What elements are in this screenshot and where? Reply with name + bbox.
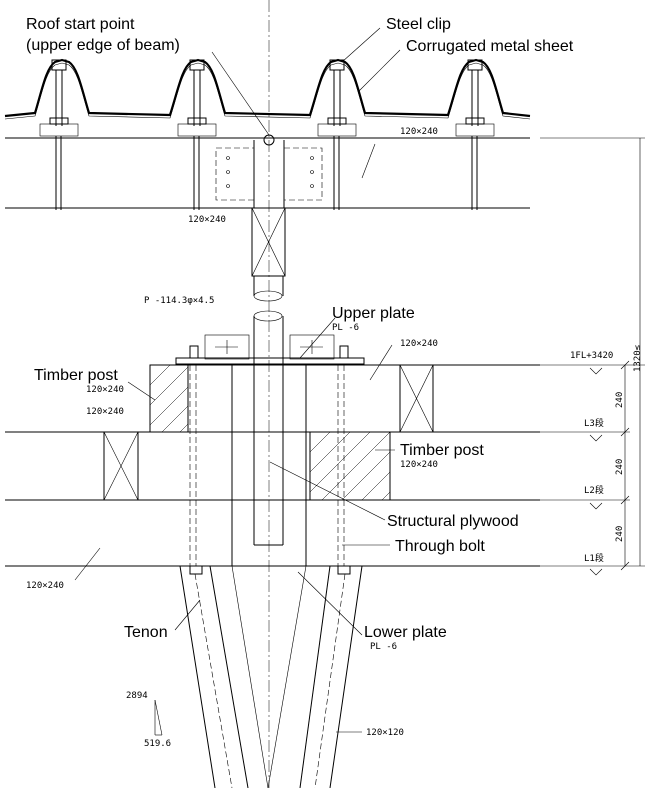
- dim-pipe: P -114.3φ×4.5: [144, 296, 214, 306]
- dim-slope-rise: 2894: [126, 691, 148, 701]
- dim-slope-run: 519.6: [144, 739, 171, 749]
- slope-indicator: [154, 699, 163, 736]
- label-tenon: Tenon: [124, 624, 168, 641]
- dim-post-left-2: 120×240: [86, 407, 124, 417]
- steel-pipe: [253, 276, 284, 546]
- dim-post-right: 120×240: [400, 460, 438, 470]
- dim-strut: 120×120: [366, 728, 404, 738]
- dim-240-lower: 240: [615, 526, 625, 542]
- level-l3: L3段: [584, 417, 604, 429]
- dim-240-middle: 240: [615, 459, 625, 475]
- lower-plate-and-struts: [179, 565, 363, 788]
- label-upper-plate: Upper plate: [332, 305, 415, 322]
- top-beam: [5, 137, 530, 209]
- steel-clip-group-2: [177, 59, 217, 210]
- label-timber-post-right: Timber post: [400, 442, 484, 459]
- dim-beam-vertical: 120×240: [188, 215, 226, 225]
- level-l2: L2段: [584, 484, 604, 496]
- timber-post-right-lower: [309, 431, 391, 501]
- timber-post-right-section: [399, 364, 434, 433]
- label-steel-clip: Steel clip: [386, 16, 451, 33]
- dim-beam-mid: 120×240: [400, 339, 438, 349]
- timber-post-left-upper: [149, 364, 189, 433]
- dimension-lines: [540, 137, 645, 576]
- label-corrugated-metal-sheet: Corrugated metal sheet: [406, 38, 574, 55]
- label-timber-post-left: Timber post: [34, 367, 118, 384]
- level-1fl: 1FL+3420: [570, 351, 613, 361]
- leader-lines: [74, 27, 401, 733]
- top-connection-plate: [215, 140, 323, 208]
- corrugated-metal-sheet: [4, 58, 531, 120]
- structural-plywood: [189, 365, 345, 566]
- label-structural-plywood: Structural plywood: [387, 513, 519, 530]
- dim-beam-top: 120×240: [400, 127, 438, 137]
- vertical-beam-section: [251, 207, 286, 277]
- dim-240-upper: 240: [615, 392, 625, 408]
- mid-beam: [5, 364, 540, 567]
- level-l1: L1段: [584, 552, 604, 564]
- label-roof-start-point-sub: (upper edge of beam): [26, 37, 180, 54]
- timber-post-left-section: [103, 431, 139, 501]
- dim-post-left-1: 120×240: [86, 385, 124, 395]
- label-through-bolt: Through bolt: [395, 538, 485, 555]
- upper-plate-assembly: [175, 334, 365, 365]
- label-lower-plate: Lower plate: [364, 624, 447, 641]
- dim-lower-plate-thickness: PL -6: [370, 642, 397, 652]
- steel-clip-group-4: [455, 59, 495, 210]
- label-roof-start-point: Roof start point: [26, 16, 135, 33]
- dim-beam-bottom: 120×240: [26, 581, 64, 591]
- steel-clip-group-1: [39, 59, 79, 210]
- steel-clip-group-3: [317, 59, 357, 210]
- dim-upper-plate-thickness: PL -6: [332, 323, 359, 333]
- dim-total: 1320≤: [633, 344, 643, 372]
